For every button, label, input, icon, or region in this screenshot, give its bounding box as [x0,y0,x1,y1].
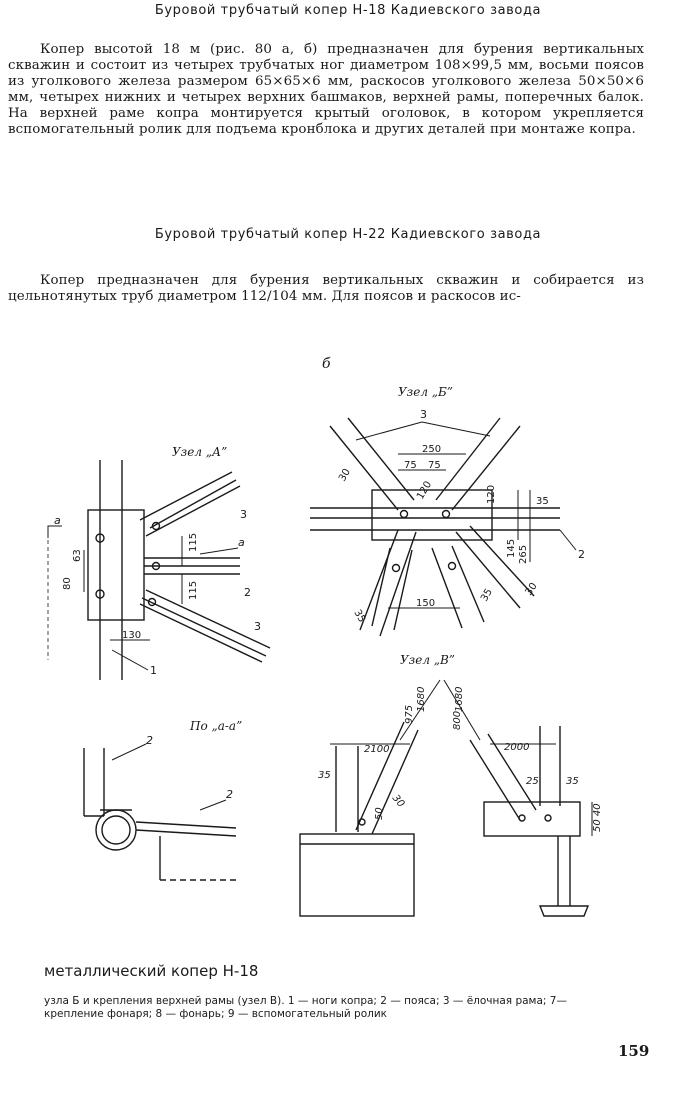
node-a-drawing: Узел „А” [47,445,271,680]
node-b-dim-35a: 35 [536,496,549,507]
node-b-dim-75a: 75 [404,460,417,471]
panel-label: б [322,356,331,372]
node-b-dim-145: 145 [506,539,517,558]
node-b-label-2: 2 [578,548,585,561]
node-v-title: Узел „В” [400,653,455,667]
node-b-dim-30a: 30 [337,467,353,484]
technical-drawing: б Узел „А” [47,356,603,917]
node-a-label-3-bottom: 3 [254,620,261,633]
node-a-dim-80: 80 [62,577,73,590]
node-a-dim-115-bottom: 115 [188,581,199,600]
node-a-dim-115-top: 115 [188,533,199,552]
node-a-dim-130: 130 [122,630,141,641]
caption-text: узла Б и крепления верхней рамы (узел В)… [44,995,567,1020]
node-v-dim-2000: 2000 [504,742,529,753]
section2-heading: Буровой трубчатый копер Н-22 Кадиевского… [154,227,542,242]
node-b-label-3: 3 [420,408,427,421]
node-v-dim-35a: 35 [318,770,331,781]
node-a-title: Узел „А” [172,445,227,459]
node-v-dim-975: 975 [404,705,415,724]
node-v-dim-25: 25 [526,776,539,787]
node-v-dim-1680b: 1680 [454,687,465,712]
node-v-dim-800: 800 [452,711,463,730]
node-v-dim-50: 50 [374,807,385,820]
page-number: 159 [618,1042,650,1060]
node-b-dim-75b: 75 [428,460,441,471]
node-b-title: Узел „Б” [398,385,453,399]
node-aa-title: По „а-а” [189,719,242,733]
node-v-dim-2100: 2100 [364,744,389,755]
node-a-label-2: 2 [244,586,251,599]
node-v-dim-35b: 35 [566,776,579,787]
node-a-label-a: а [238,536,245,549]
node-aa-label-2-top: 2 [146,734,153,747]
node-b-dim-35c: 35 [479,587,495,604]
node-b-dim-120b: 120 [486,485,497,504]
node-v-dim-1680a: 1680 [416,687,427,712]
node-aa-label-2-bottom: 2 [226,788,233,801]
node-a-section-mark: а [54,514,61,527]
node-v-dim-50-40: 50 40 [592,803,603,832]
node-b-dim-30b: 30 [523,581,539,598]
node-b-dim-35b: 35 [351,608,367,625]
node-b-drawing: Узел „Б” [310,385,577,637]
caption-title: металлический копер Н-18 [44,962,259,980]
section1-paragraph: Копер высотой 18 м (рис. 80 а, б) предна… [8,42,644,138]
section2-paragraph-text: Копер предназначен для бурения вертикаль… [8,273,644,304]
node-v-drawing: Узел „В” [299,653,593,917]
node-aa-drawing: По „а-а” [83,719,242,881]
node-a-label-1: 1 [150,664,157,677]
node-a-label-3-top: 3 [240,508,247,521]
node-a-dim-63: 63 [72,549,83,562]
section2-paragraph: Копер предназначен для бурения вертикаль… [8,273,644,305]
section1-paragraph-text: Копер высотой 18 м (рис. 80 а, б) предна… [8,42,644,137]
section1-heading: Буровой трубчатый копер Н-18 Кадиевского… [154,3,542,18]
node-b-dim-265: 265 [518,545,529,564]
node-b-dim-150: 150 [416,598,435,609]
node-v-dim-30: 30 [390,793,407,810]
node-b-dim-250: 250 [422,444,441,455]
